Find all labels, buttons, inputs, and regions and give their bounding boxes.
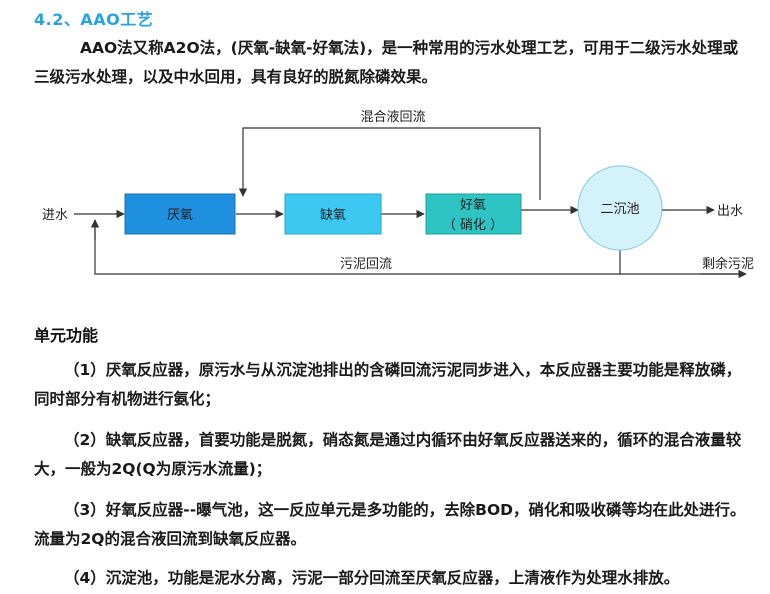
- item-2: （2）缺氧反应器，首要功能是脱氮，硝态氮是通过内循环由好氧反应器送来的，循环的混…: [34, 431, 742, 478]
- inlet-label: 进水: [42, 208, 68, 223]
- item-3: （3）好氧反应器--曝气池，这一反应单元是多功能的，去除BOD，硝化和吸收磷等均…: [34, 501, 746, 548]
- section-heading: 4.2、AAO工艺: [34, 10, 154, 29]
- item-1: （1）厌氧反应器，原污水与从沉淀池排出的含磷回流污泥同步进入，本反应器主要功能是…: [34, 361, 742, 408]
- anaerobic-label: 厌氧: [167, 208, 193, 223]
- anoxic-label: 缺氧: [320, 208, 346, 223]
- unit-function-title: 单元功能: [34, 326, 99, 345]
- anoxic-tank: [284, 193, 382, 235]
- clarifier-label: 二沉池: [600, 202, 639, 217]
- aerobic-label: 好氧: [460, 198, 486, 213]
- intro-paragraph: AAO法又称A2O法，(厌氧-缺氧-好氧法)，是一种常用的污水处理工艺，可用于二…: [34, 39, 739, 86]
- anaerobic-tank: [124, 193, 236, 235]
- mixed-liquor-recycle-label: 混合液回流: [360, 110, 425, 125]
- mixed-liquor-recycle-line: [238, 127, 541, 200]
- aerobic-tank: [425, 193, 522, 235]
- outlet-label: 出水: [717, 204, 743, 219]
- aao-process-diagram: 进水 厌氧 缺氧 好氧 （ 硝化 ） 二沉池 出水 混合液回流 污泥回流 剩余污…: [42, 110, 754, 279]
- secondary-clarifier: [577, 165, 663, 251]
- excess-sludge-label: 剩余污泥: [702, 256, 754, 272]
- aerobic-sub-label: （ 硝化 ）: [443, 218, 503, 233]
- item-4: （4）沉淀池，功能是泥水分离，污泥一部分回流至厌氧反应器，上清液作为处理水排放。: [64, 569, 680, 587]
- sludge-recycle-label: 污泥回流: [340, 257, 392, 272]
